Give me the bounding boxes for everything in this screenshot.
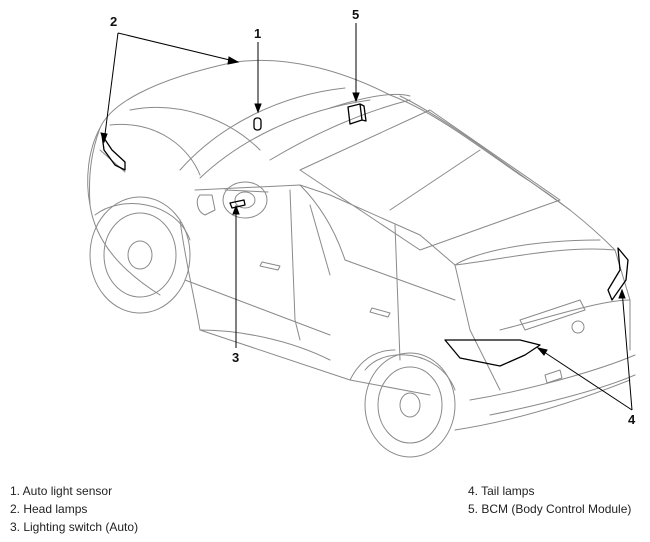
legend-item-bcm: 5. BCM (Body Control Module) xyxy=(468,502,632,516)
legend-item-lighting-switch: 3. Lighting switch (Auto) xyxy=(10,520,139,534)
callout-5: 5 xyxy=(352,7,359,22)
tail-lamp-shape-side xyxy=(607,247,629,301)
callout-4: 4 xyxy=(628,412,636,427)
bcm-shape xyxy=(347,103,367,125)
callout-2: 2 xyxy=(110,14,117,29)
legend-item-auto-light-sensor: 1. Auto light sensor xyxy=(10,484,113,498)
legend-left: 1. Auto light sensor 2. Head lamps 3. Li… xyxy=(10,482,138,536)
tail-lamp-shape-rear xyxy=(444,339,541,367)
callout-1: 1 xyxy=(254,26,261,41)
leader-lines xyxy=(100,23,633,411)
lighting-switch-shape xyxy=(229,199,246,209)
legend-right: 4. Tail lamps 5. BCM (Body Control Modul… xyxy=(468,482,631,518)
head-lamp-shape xyxy=(101,134,126,171)
highlighted-components xyxy=(101,103,629,367)
callout-3: 3 xyxy=(232,350,239,365)
legend-item-tail-lamps: 4. Tail lamps xyxy=(468,484,535,498)
auto-light-sensor-shape xyxy=(253,117,262,131)
vehicle-component-location-diagram: 2 1 5 3 4 xyxy=(87,7,636,458)
legend-item-head-lamps: 2. Head lamps xyxy=(10,502,88,516)
vehicle-outline xyxy=(87,59,636,458)
